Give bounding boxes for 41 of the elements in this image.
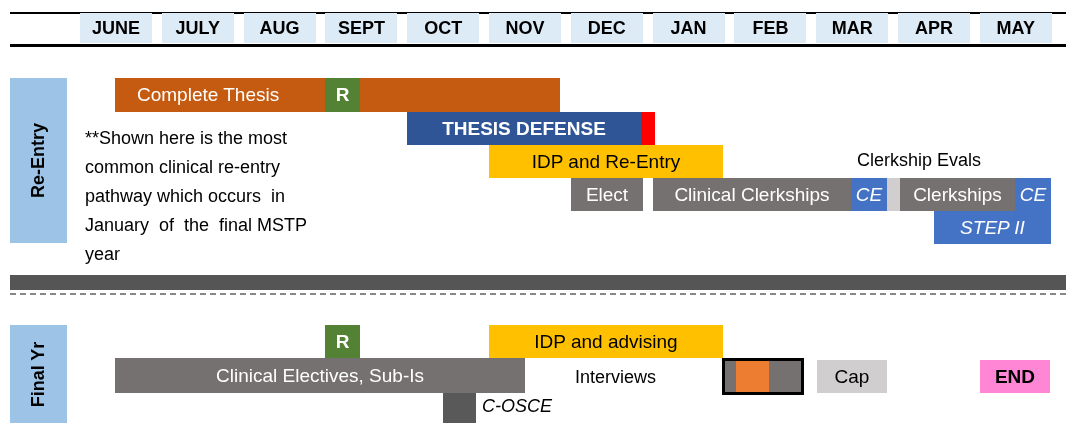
task-bar: Cap [817,360,887,393]
month-header: JAN [652,13,725,43]
row-band [10,78,67,243]
row-band [10,325,67,423]
bar-label: Complete Thesis [137,84,280,106]
row-label: Final Yr [28,341,49,407]
review-marker: R [325,78,360,112]
annotation-text: Interviews [575,367,657,388]
month-header: JUNE [80,13,152,43]
task-bar: THESIS DEFENSE [407,112,641,145]
deadline-marker [641,112,655,145]
exam-bar: CE [851,178,887,211]
month-header: NOV [489,13,561,43]
bar-caption: C-OSCE [482,396,552,417]
exam-bar: STEP II [934,211,1051,244]
task-bar: Clerkships [900,178,1015,211]
exam-bar: CE [1015,178,1051,211]
task-bar [115,78,560,112]
note-text: **Shown here is the most common clinical re-entry pathway which occurs in January of the final MSTP year [85,127,308,266]
task-bar: IDP and advising [489,325,723,358]
timeline-box [722,358,804,395]
annotation-text: Clerkship Evals [857,150,982,171]
month-header: OCT [407,13,480,43]
break-bar [887,178,900,211]
task-bar [736,361,769,392]
month-header: MAY [979,13,1052,43]
task-bar: Clinical Clerkships [653,178,851,211]
task-bar: Elect [571,178,643,211]
end-marker: END [980,360,1050,393]
exam-bar [443,393,476,423]
task-bar: Clinical Electives, Sub-Is [115,358,525,393]
task-bar: IDP and Re-Entry [489,145,723,178]
month-header: DEC [570,13,643,43]
month-header: AUG [243,13,316,43]
review-marker: R [325,325,360,358]
month-header: MAR [816,13,889,43]
month-header: JULY [161,13,234,43]
month-header: SEPT [325,13,398,43]
month-header: FEB [734,13,807,43]
month-header: APR [898,13,970,43]
row-label: Re-Entry [28,123,49,198]
